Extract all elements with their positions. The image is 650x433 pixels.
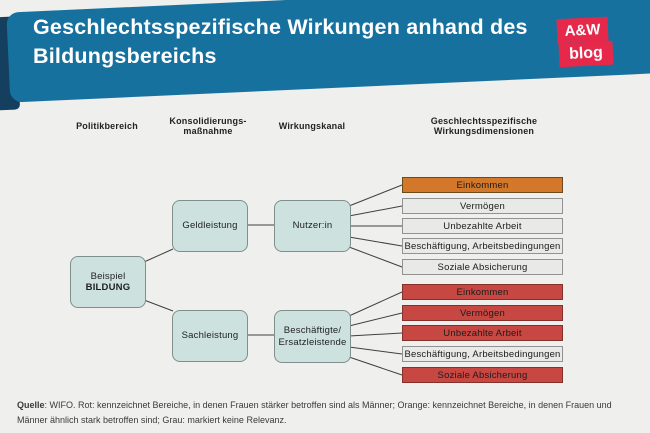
dimension-box-soziale-absicherung-2: Soziale Absicherung <box>402 367 563 383</box>
node-geldleistung: Geldleistung <box>172 200 248 252</box>
logo-badge-blog: blog <box>558 40 614 68</box>
node-policy-area-line1: Beispiel <box>90 270 126 282</box>
column-header-politikbereich: Politikbereich <box>76 120 138 131</box>
dimension-box-vermoegen-1: Vermögen <box>402 198 563 214</box>
source-label: Quelle <box>17 400 45 410</box>
source-text: : WIFO. Rot: kennzeichnet Bereiche, in d… <box>17 400 612 425</box>
node-policy-area-line2: BILDUNG <box>85 282 131 293</box>
dimension-box-einkommen-2: Einkommen <box>402 284 563 300</box>
column-header-konsolidierungsmassnahme: Konsolidierungs- maßnahme <box>169 115 247 137</box>
node-sachleistung: Sachleistung <box>172 310 248 362</box>
dimension-box-soziale-absicherung-1: Soziale Absicherung <box>402 259 563 275</box>
column-header-wirkungsdimensionen: Geschlechtsspezifische Wirkungsdimension… <box>430 115 538 137</box>
column-header-wirkungskanal: Wirkungskanal <box>278 120 346 131</box>
logo-badge-aw: A&W <box>556 16 609 44</box>
page-title: Geschlechtsspezifische Wirkungen anhand … <box>33 15 528 68</box>
dimension-box-unbezahlte-arbeit-1: Unbezahlte Arbeit <box>402 218 563 234</box>
dimension-box-einkommen-1: Einkommen <box>402 177 563 193</box>
dimension-box-unbezahlte-arbeit-2: Unbezahlte Arbeit <box>402 325 563 341</box>
node-beschaeftigte-ersatzleistende: Beschäftigte/ Ersatzleistende <box>274 310 351 363</box>
dimension-box-beschaeftigung-2: Beschäftigung, Arbeitsbedingungen <box>402 346 563 362</box>
source-note: Quelle: WIFO. Rot: kennzeichnet Bereiche… <box>17 398 639 427</box>
dimension-box-beschaeftigung-1: Beschäftigung, Arbeitsbedingungen <box>402 238 563 254</box>
dimension-box-vermoegen-2: Vermögen <box>402 305 563 321</box>
node-nutzerin: Nutzer:in <box>274 200 351 252</box>
node-policy-area-bildung: Beispiel BILDUNG <box>70 256 146 308</box>
